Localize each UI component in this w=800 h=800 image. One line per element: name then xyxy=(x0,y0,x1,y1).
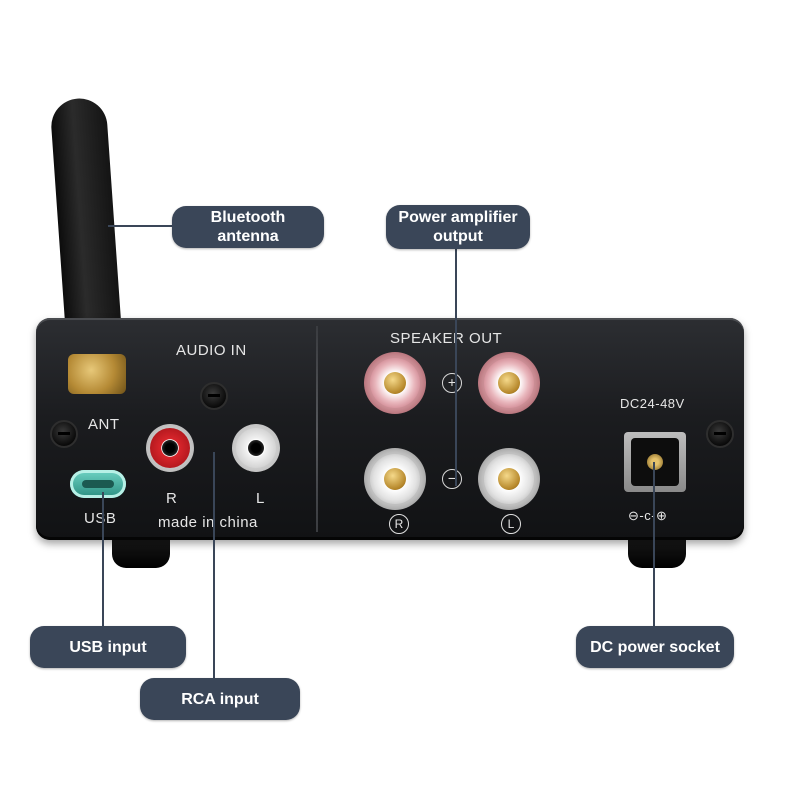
amp-foot-right xyxy=(628,538,686,568)
ant-label: ANT xyxy=(88,416,120,433)
callout-usb-input: USB input xyxy=(30,626,186,668)
callout-line-1: Bluetooth xyxy=(210,209,286,226)
screw-icon xyxy=(706,420,734,448)
antenna-connector-icon xyxy=(68,354,126,394)
callout-rca-input: RCA input xyxy=(140,678,300,720)
callout-bluetooth-antenna: Bluetooth antenna xyxy=(172,206,324,248)
circled-l-label: L xyxy=(501,514,521,534)
panel-divider xyxy=(316,326,318,532)
rca-jack-icon-right xyxy=(146,424,194,472)
rca-r-label: R xyxy=(166,490,178,507)
binding-post-icon-l-minus xyxy=(478,448,540,510)
dc-polarity-label: ⊖-c-⊕ xyxy=(628,508,668,523)
callout-line-2: antenna xyxy=(217,228,279,245)
screw-icon xyxy=(200,382,228,410)
dc-rating-label: DC24-48V xyxy=(620,396,685,411)
amp-foot-left xyxy=(112,538,170,568)
usb-c-port-icon xyxy=(70,470,126,498)
audio-in-label: AUDIO IN xyxy=(176,342,247,359)
screw-icon xyxy=(50,420,78,448)
leader-line-usb xyxy=(102,492,104,630)
binding-post-icon-r-minus xyxy=(364,448,426,510)
callout-line-1: Power amplifier xyxy=(398,209,518,226)
leader-line-antenna xyxy=(108,225,176,227)
minus-symbol: − xyxy=(442,469,462,489)
leader-line-dc xyxy=(653,462,655,630)
made-in-label: made in china xyxy=(158,514,258,531)
speaker-out-label: SPEAKER OUT xyxy=(390,330,503,347)
dc-jack-icon xyxy=(624,432,686,492)
binding-post-icon-r-plus xyxy=(364,352,426,414)
callout-line-2: output xyxy=(433,228,483,245)
antenna-icon xyxy=(49,96,122,338)
usb-label: USB xyxy=(84,510,117,527)
circled-r-label: R xyxy=(389,514,409,534)
callout-dc-power-socket: DC power socket xyxy=(576,626,734,668)
leader-line-speaker-out xyxy=(455,244,457,486)
callout-power-amp-output: Power amplifier output xyxy=(386,205,530,249)
rca-l-label: L xyxy=(256,490,265,507)
rca-jack-icon-left xyxy=(232,424,280,472)
binding-post-icon-l-plus xyxy=(478,352,540,414)
leader-line-rca xyxy=(213,452,215,688)
plus-symbol: + xyxy=(442,373,462,393)
